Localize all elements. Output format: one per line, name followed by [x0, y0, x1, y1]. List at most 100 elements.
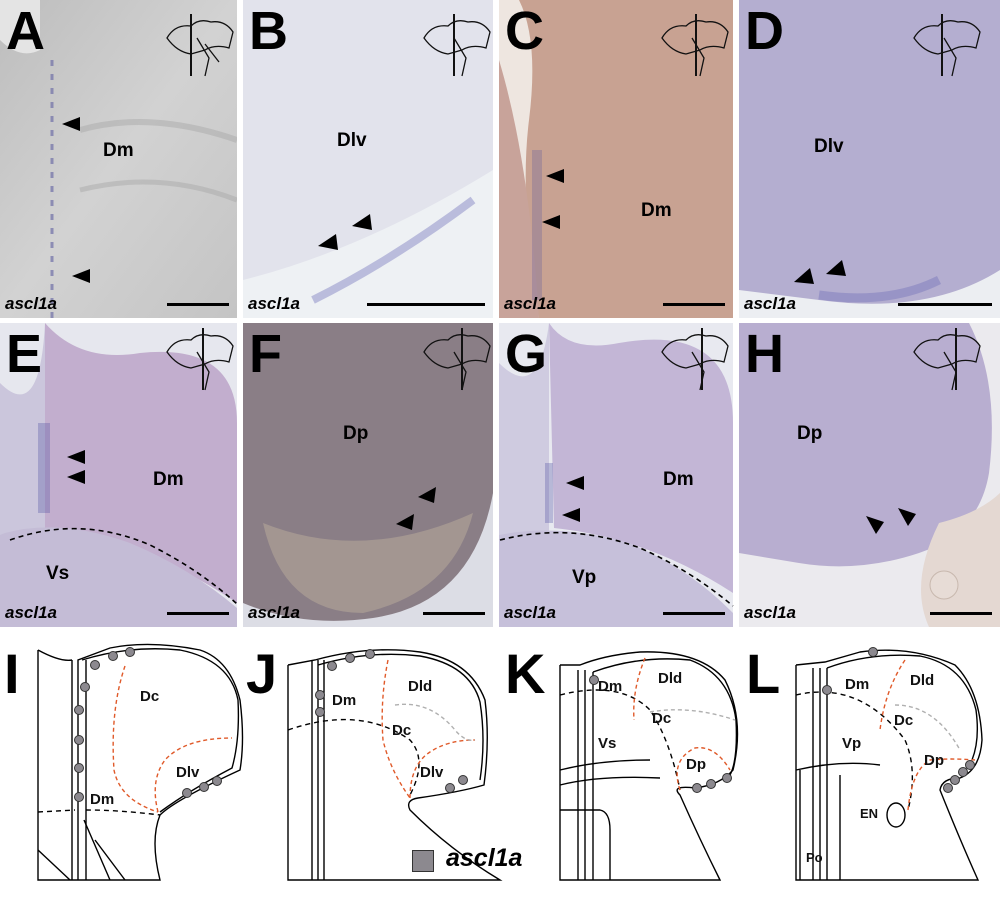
region-label-dm: Dm [845, 676, 870, 693]
region-label-dp: Dp [686, 756, 706, 773]
cell-dot [722, 773, 732, 783]
panel-e: E Dm Vs ascl1a [0, 323, 237, 627]
panel-c-image [499, 0, 733, 318]
panel-g: G Dm Vp ascl1a [499, 323, 733, 627]
region-label-en: EN [860, 806, 879, 821]
cell-dot [108, 651, 118, 661]
diagram-i [37, 643, 244, 881]
panel-h: H Dp ascl1a [739, 323, 1000, 627]
panel-h-image [739, 323, 1000, 627]
panel-label: H [745, 324, 784, 384]
gene-label: ascl1a [744, 603, 796, 622]
gene-label: ascl1a [248, 603, 300, 622]
region-label-dld: Dld [910, 672, 935, 689]
scale-bar [663, 303, 725, 306]
cell-dot [212, 776, 222, 786]
cell-dot [958, 767, 968, 777]
region-label-dm: Dm [153, 469, 184, 490]
scale-bar [898, 303, 992, 306]
region-label-dc: Dc [140, 688, 160, 705]
gene-label: ascl1a [504, 294, 556, 313]
region-label-dld: Dld [658, 670, 683, 687]
cell-dot [182, 788, 192, 798]
gene-label: ascl1a [744, 294, 796, 313]
cell-dot [74, 735, 84, 745]
region-label-dc: Dc [652, 710, 672, 727]
cell-dot [365, 649, 375, 659]
panel-label: E [6, 324, 43, 384]
cell-dot [80, 682, 90, 692]
cell-dot [90, 660, 100, 670]
cell-dot [868, 647, 878, 657]
region-label-dld: Dld [408, 678, 433, 695]
region-label-dp: Dp [343, 423, 369, 444]
cell-dot [315, 690, 325, 700]
panel-label: D [745, 1, 784, 61]
cell-dot [458, 775, 468, 785]
scale-bar [423, 612, 485, 615]
region-label-dlv: Dlv [337, 130, 367, 151]
region-label-dp: Dp [797, 423, 823, 444]
panel-f: F Dp ascl1a [243, 323, 493, 627]
region-label-dm: Dm [641, 200, 672, 221]
region-label-dlv: Dlv [814, 136, 844, 157]
region-label-vs: Vs [46, 563, 70, 584]
cell-dot [445, 783, 455, 793]
cell-dot [706, 779, 716, 789]
cell-dot [125, 647, 135, 657]
legend-swatch [412, 850, 434, 872]
panel-label: J [246, 642, 278, 705]
region-label-vs: Vs [598, 735, 617, 752]
region-label-dlv: Dlv [176, 764, 200, 781]
region-label-dm: Dm [598, 678, 623, 695]
region-label-dm: Dm [103, 140, 134, 161]
panel-b: B Dlv ascl1a [243, 0, 493, 318]
cell-dot [692, 783, 702, 793]
scale-bar [930, 612, 992, 615]
panel-d: D Dlv ascl1a [739, 0, 1000, 318]
cell-dot [74, 705, 84, 715]
panel-label: I [4, 642, 20, 705]
cell-dot [199, 782, 209, 792]
region-label-dm: Dm [90, 791, 115, 808]
panel-c: C Dm ascl1a [499, 0, 733, 318]
cell-dot [965, 760, 975, 770]
scale-bar [167, 303, 229, 306]
cell-dot [822, 685, 832, 695]
gene-label: ascl1a [248, 294, 300, 313]
panel-label: A [6, 1, 45, 61]
region-label-dm: Dm [332, 692, 357, 709]
region-label-dc: Dc [894, 712, 914, 729]
panel-f-image [243, 323, 493, 627]
panel-label: L [746, 642, 781, 705]
panel-d-image [739, 0, 1000, 318]
cell-dot [345, 653, 355, 663]
region-label-vp: Vp [842, 735, 862, 752]
gene-label: ascl1a [5, 603, 57, 622]
panel-label: G [505, 324, 548, 384]
cell-dot [950, 775, 960, 785]
scale-bar [367, 303, 485, 306]
region-label-vp: Vp [572, 567, 597, 588]
region-label-dm: Dm [663, 469, 694, 490]
gene-label: ascl1a [5, 294, 57, 313]
panel-label: F [249, 324, 282, 384]
gene-label: ascl1a [504, 603, 556, 622]
region-label-po: Po [806, 850, 823, 865]
scale-bar [663, 612, 725, 615]
panel-label: K [505, 642, 546, 705]
panel-label: B [249, 1, 288, 61]
region-label-dp: Dp [924, 752, 944, 769]
panel-label: C [505, 1, 544, 61]
panel-a: A Dm ascl1a [0, 0, 237, 318]
legend-label: ascl1a [446, 844, 523, 872]
diagram-k [559, 651, 739, 881]
region-label-dlv: Dlv [420, 764, 444, 781]
cell-dot [315, 707, 325, 717]
diagram-l [795, 649, 983, 881]
cell-dot [74, 792, 84, 802]
region-label-dc: Dc [392, 722, 412, 739]
cell-dot [327, 661, 337, 671]
cell-dot [74, 763, 84, 773]
cell-dot [943, 783, 953, 793]
